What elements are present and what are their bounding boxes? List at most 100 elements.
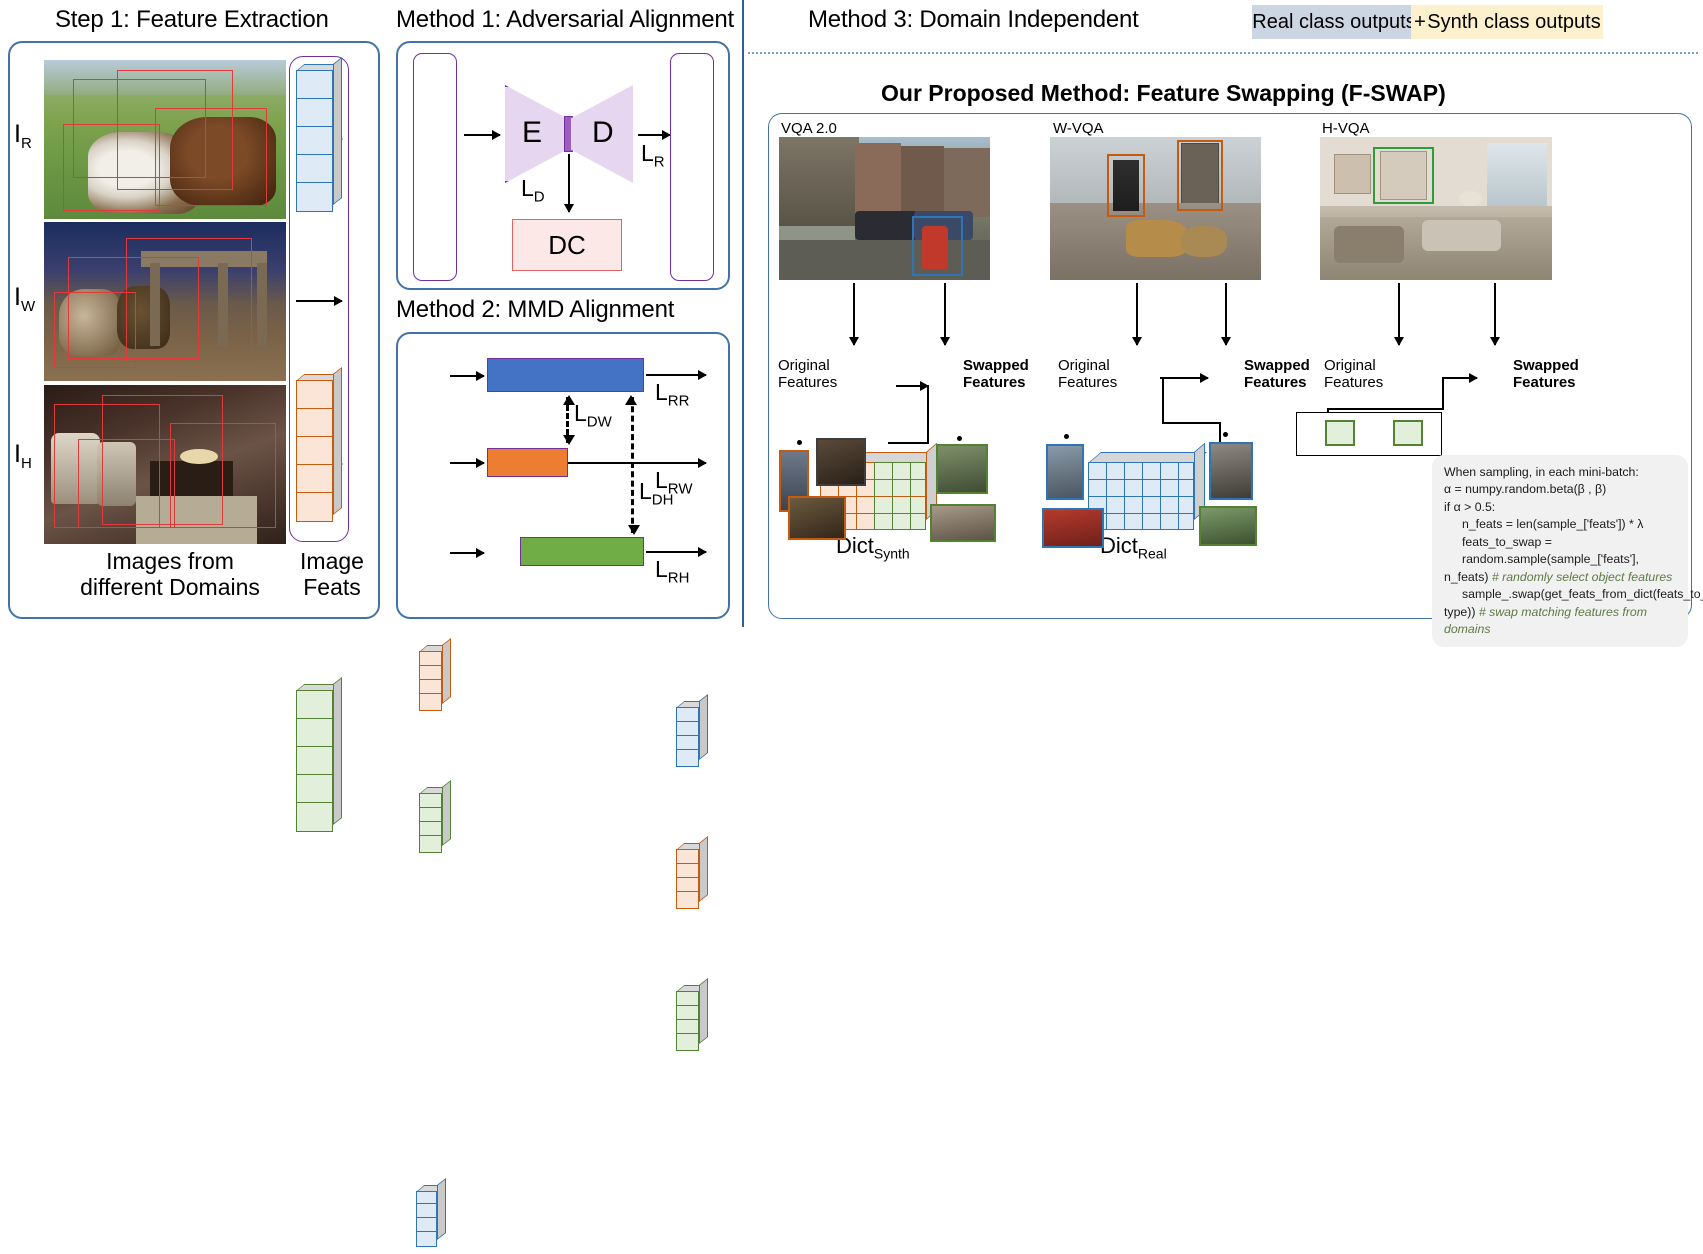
feat-stack-real [296,56,342,212]
wvqa-swapped-features-label: Swapped Features [1244,357,1310,391]
m1-arrow-in [464,130,501,140]
m2-arrow-in-h [450,548,485,558]
right-section-divider [742,0,744,627]
chip-plus-sign: + [1411,5,1429,39]
image-h-label: IH [14,440,32,472]
image-h-photo [44,385,286,544]
m2-dashed-ldh-uparrow [625,395,637,405]
vqa2-swapped-features-label: Swapped Features [963,357,1029,391]
m1-encoder-label: E [522,116,543,149]
code-line-2: if α > 0.5: [1444,499,1496,514]
code-line-4: feats_to_swap = random.sample(sample_['f… [1462,534,1639,567]
method2-title: Method 2: MMD Alignment [396,296,675,323]
m2-loss-ldw-label: LDW [574,400,612,431]
m2-arrow-in-real [450,371,485,381]
dict-real-grid [1088,442,1208,530]
arrow-hvqa-to-swapped [1490,283,1500,346]
m1-out-stack-w [676,835,708,909]
m2-loss-lrw-label: LRW [655,467,693,498]
m1-in-stack-h [419,779,451,853]
dict-synth-thumb-5 [930,504,996,542]
green-doc-icon-2 [1393,420,1423,446]
dict-synth-thumb-2 [816,438,866,486]
code-line-5: n_feats) # randomly select object featur… [1444,569,1673,584]
m2-dashed-ldh [628,397,640,535]
arrow-vqa2-to-swapped [940,283,950,346]
dict-synth-label: DictSynth [836,533,910,562]
hvqa-original-features-label: Original Features [1324,357,1384,391]
dataset-label-vqa2: VQA 2.0 [781,120,837,137]
method1-title: Method 1: Adversarial Alignment [396,6,734,33]
dict-real-thumb-2 [1042,508,1104,548]
dict-synth-dot-2 [957,436,962,441]
hvqa-photo [1320,137,1552,280]
step1-title: Step 1: Feature Extraction [55,6,329,33]
dict-real-dot-2 [1223,432,1228,437]
arrow-into-vqa2-swapped [896,381,929,391]
fswap-pseudocode-box: When sampling, in each mini-batch: α = n… [1432,455,1703,647]
m2-arrow-out-real [646,370,707,380]
m2-bar-real [487,358,644,392]
wvqa-photo [1050,137,1261,280]
method1-input-container [413,53,457,281]
code-line-6: sample_.swap(get_feats_from_dict(feats_t… [1462,587,1703,602]
m1-arrow-to-dc [564,154,574,213]
green-doc-icon-1 [1325,420,1355,446]
arrow-into-hvqa-swapped [1443,373,1478,383]
image-real-photo [44,60,286,219]
m2-loss-lrh-label: LRH [655,556,690,587]
m1-decoder-label: D [592,116,614,149]
code-line-7: type)) # swap matching features from dom… [1444,604,1647,637]
image-w-photo [44,222,286,381]
m1-arrow-out [638,130,671,140]
dict-real-dot-1 [1064,434,1069,439]
m1-out-stack-h [676,977,708,1051]
image-w-label: IW [14,283,36,315]
code-line-1: α = numpy.random.beta(β , β) [1444,482,1607,497]
dict-synth-dot-1 [797,440,802,445]
m2-loss-lrr-label: LRR [655,379,690,410]
m2-bar-h [520,537,644,566]
arrow-hvqa-to-feats [1394,283,1404,346]
step1-caption-right: Image Feats [300,548,364,600]
chip-real-class-outputs: Real class outputs [1252,5,1416,39]
dict-real-thumb-3 [1209,442,1253,500]
chip-synth-class-outputs: Synth class outputs [1425,5,1603,39]
dict-synth-thumb-4 [936,444,988,494]
arrow-w-to-feat [296,296,343,306]
dict-real-label: DictReal [1100,533,1167,562]
fswap-title: Our Proposed Method: Feature Swapping (F… [881,80,1446,106]
m1-loss-r-label: LR [641,140,665,171]
arrow-wvqa-to-swapped [1221,283,1231,346]
m2-arrow-out-h [646,547,707,557]
code-line-3: n_feats = len(sample_['feats']) * λ [1462,517,1644,532]
dataset-label-wvqa: W-VQA [1053,120,1104,137]
step1-caption-left: Images from different Domains [80,548,260,600]
m1-out-stack-real [676,693,708,767]
m2-in-stack-real [416,1177,446,1247]
m2-arrow-in-w [450,458,485,468]
hvqa-swapped-features-label: Swapped Features [1513,357,1579,391]
vqa2-original-features-label: Original Features [778,357,838,391]
arrow-wvqa-to-feats [1132,283,1142,346]
wvqa-object-orange [1113,159,1139,212]
m1-in-stack-w [419,637,451,711]
feat-stack-w [296,366,342,522]
m2-dashed-ldw [563,395,575,445]
arrow-into-wvqa-swapped [1160,373,1209,383]
hvqa-object-green [1380,151,1427,200]
image-real-label: IR [14,120,32,152]
fswap-top-divider [748,52,1698,54]
vqa2-hydrant [922,225,948,269]
wvqa-original-features-label: Original Features [1058,357,1118,391]
m1-loss-d-label: LD [521,175,545,206]
dataset-label-hvqa: H-VQA [1322,120,1370,137]
code-line-0: When sampling, in each mini-batch: [1444,465,1639,479]
method3-title: Method 3: Domain Independent [808,6,1139,33]
image-feats-container [289,56,349,542]
dict-real-thumb-1 [1046,444,1084,500]
m2-arrow-out-w [568,458,707,468]
dict-synth-thumb-3 [788,496,846,540]
m1-discriminator-box: DC [512,219,622,271]
m2-bar-w [487,448,568,477]
